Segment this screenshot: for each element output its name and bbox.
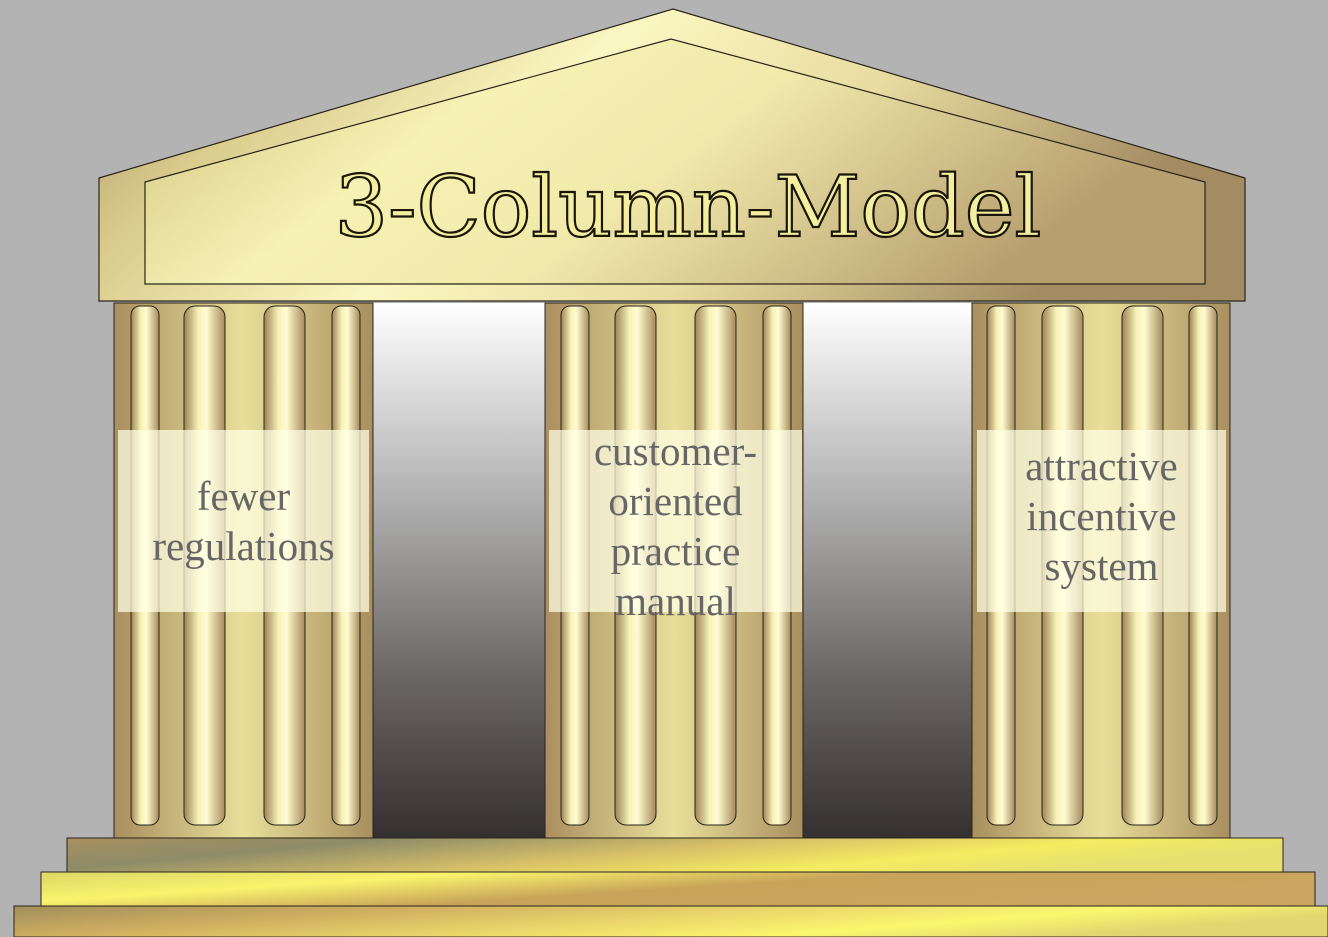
column-label-2: customer- oriented practice manual bbox=[549, 428, 802, 624]
column-label-3: attractive incentive system bbox=[977, 430, 1226, 612]
column-label-2-line-2: oriented bbox=[608, 478, 743, 524]
gap-right bbox=[803, 303, 972, 838]
diagram-title: 3-Column-Model bbox=[335, 158, 1042, 256]
column-label-2-line-4: manual bbox=[615, 578, 736, 624]
column-label-3-line-3: system bbox=[1044, 543, 1159, 589]
step-top bbox=[66, 837, 1284, 873]
step-middle bbox=[40, 871, 1316, 907]
roof: 3-Column-Model bbox=[98, 8, 1246, 302]
column-label-3-line-1: attractive bbox=[1025, 443, 1178, 489]
column-label-1: fewer regulations bbox=[118, 430, 369, 612]
column-label-1-line-2: regulations bbox=[152, 523, 335, 569]
roof-inner bbox=[144, 38, 1206, 285]
column-label-2-line-1: customer- bbox=[593, 428, 758, 474]
step-bottom bbox=[13, 905, 1328, 937]
gap-left bbox=[373, 303, 545, 838]
column-label-2-line-3: practice bbox=[610, 528, 741, 574]
column-label-3-line-2: incentive bbox=[1026, 493, 1177, 539]
column-label-1-line-1: fewer bbox=[196, 473, 291, 519]
steps bbox=[13, 837, 1328, 937]
